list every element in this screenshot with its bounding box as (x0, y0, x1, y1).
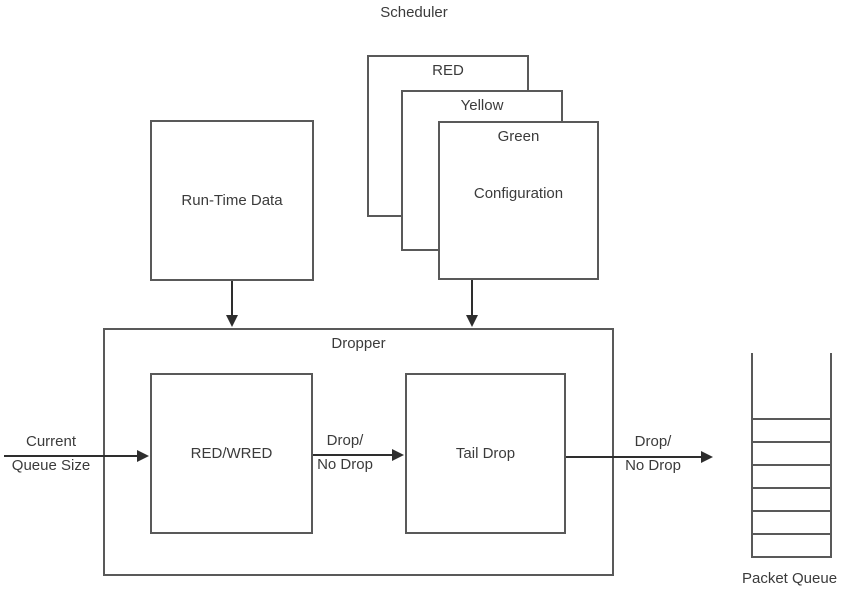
drop-no-drop-1-line2: No Drop (317, 456, 373, 473)
config-box-green: Green Configuration (438, 121, 599, 280)
red-wred-label: RED/WRED (190, 445, 273, 462)
arrow-line (471, 280, 473, 317)
arrow-line (313, 454, 395, 456)
arrow-line (4, 455, 139, 457)
drop-no-drop-label-2: Drop/ No Drop (603, 434, 703, 474)
arrow-line (566, 456, 703, 458)
queue-cell (753, 533, 830, 556)
drop-no-drop-2-line1: Drop/ (634, 433, 672, 450)
configuration-label: Configuration (473, 185, 564, 202)
arrow-line (231, 281, 233, 317)
arrowhead-right (137, 450, 149, 462)
dropper-title: Dropper (331, 335, 386, 352)
config-box-yellow-label: Yellow (460, 97, 504, 114)
red-wred-box: RED/WRED (150, 373, 313, 534)
drop-no-drop-label-1: Drop/ No Drop (295, 433, 395, 473)
config-box-red-label: RED (432, 62, 464, 79)
drop-no-drop-1-line1: Drop/ (326, 432, 364, 449)
config-box-green-label: Green (497, 128, 540, 145)
arrowhead-down (466, 315, 478, 327)
tail-drop-label: Tail Drop (455, 445, 516, 462)
packet-queue-label: Packet Queue (741, 570, 838, 587)
runtime-data-label: Run-Time Data (181, 192, 283, 209)
drop-no-drop-2-line2: No Drop (625, 457, 681, 474)
queue-cell (753, 418, 830, 441)
current-queue-size-line1: Current (25, 433, 77, 450)
runtime-data-box: Run-Time Data (150, 120, 314, 281)
queue-cell (753, 510, 830, 533)
packet-queue-cells (753, 418, 830, 556)
queue-cell (753, 464, 830, 487)
queue-cell (753, 487, 830, 510)
current-queue-size-label: Current Queue Size (1, 434, 101, 474)
queue-cell (753, 441, 830, 464)
current-queue-size-line2: Queue Size (11, 457, 91, 474)
arrowhead-right (701, 451, 713, 463)
scheduler-label: Scheduler (380, 4, 448, 21)
tail-drop-box: Tail Drop (405, 373, 566, 534)
arrowhead-down (226, 315, 238, 327)
packet-queue (751, 353, 832, 558)
arrowhead-right (392, 449, 404, 461)
